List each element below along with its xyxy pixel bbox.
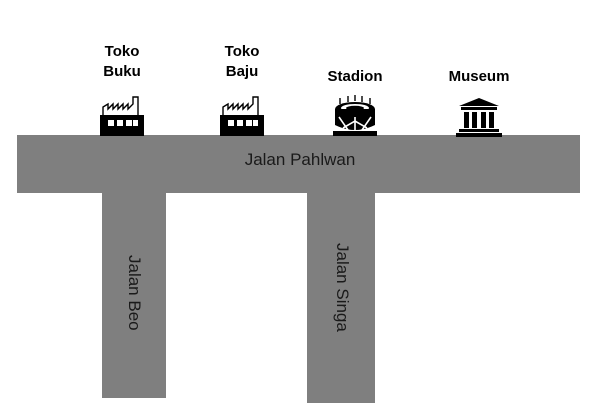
road-label-jalan-pahlwan: Jalan Pahlwan xyxy=(244,150,356,169)
road-label-jalan-beo: Jalan Beo xyxy=(125,255,144,331)
landmark-toko-baju: Toko Baju xyxy=(197,42,287,136)
road-jalan-beo xyxy=(102,190,166,398)
factory-icon xyxy=(99,95,145,142)
road-jalan-singa xyxy=(307,190,375,403)
landmark-stadion: Stadion xyxy=(310,67,400,136)
museum-icon xyxy=(454,97,504,142)
stadium-icon xyxy=(330,95,380,142)
landmark-label-toko-baju: Toko Baju xyxy=(224,43,260,80)
landmark-label-museum: Museum xyxy=(448,68,510,85)
landmark-label-toko-buku: Toko Buku xyxy=(103,43,141,80)
road-jalan-pahlwan xyxy=(17,135,580,193)
factory-icon xyxy=(219,95,265,142)
landmark-toko-buku: Toko Buku xyxy=(77,42,167,136)
road-label-jalan-singa: Jalan Singa xyxy=(333,243,352,332)
landmark-label-stadion: Stadion xyxy=(327,68,383,85)
landmark-museum: Museum xyxy=(434,67,524,137)
